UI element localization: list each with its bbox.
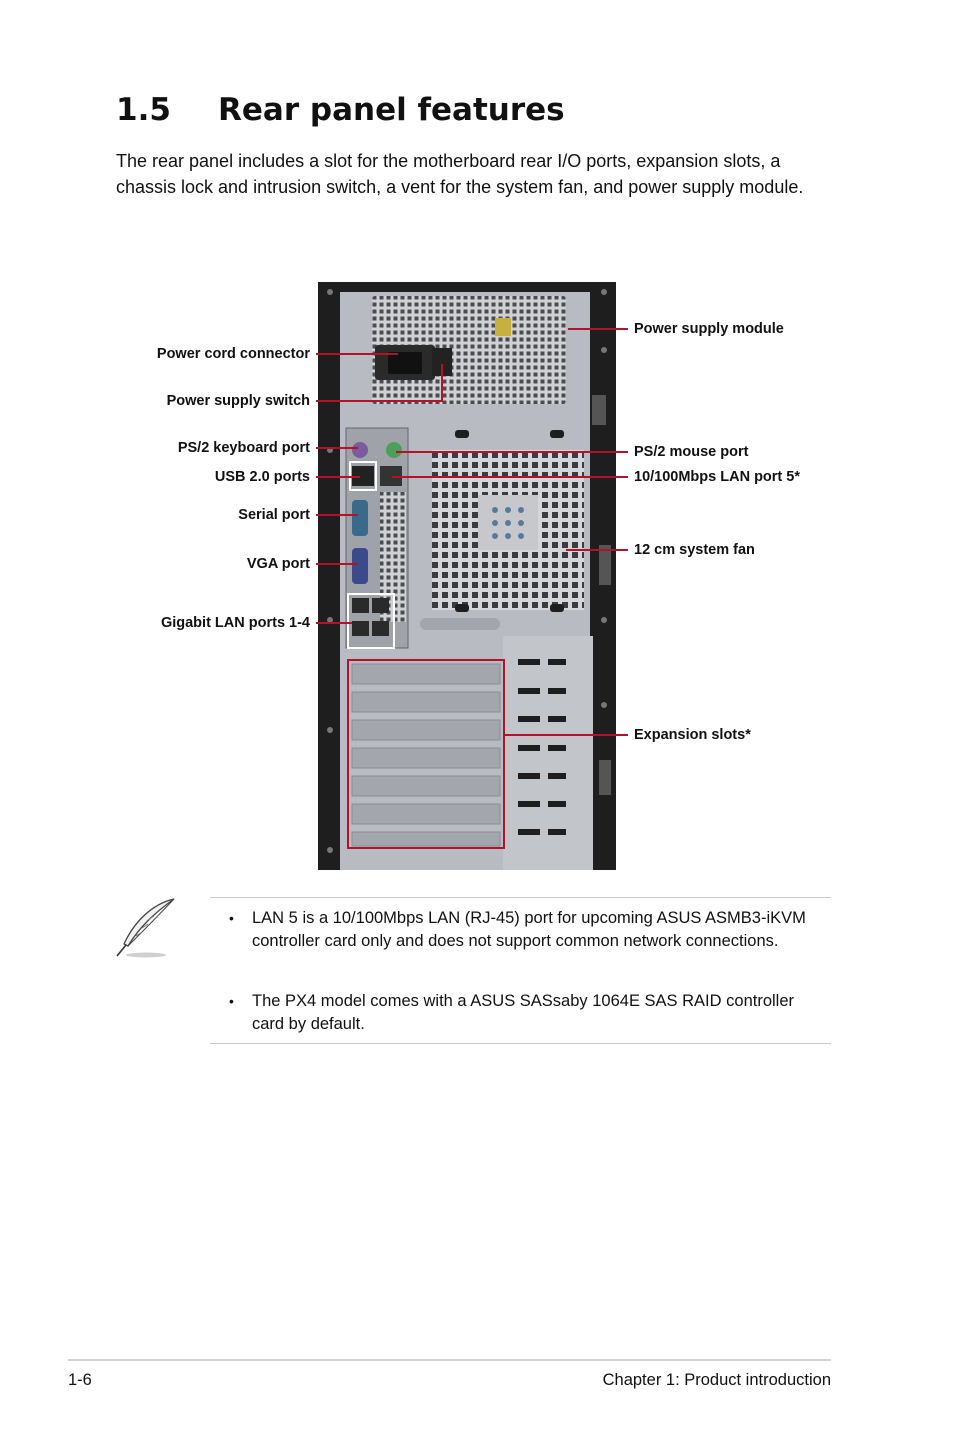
vga-port: [352, 548, 368, 584]
lan5-port: [380, 466, 402, 486]
callout-power-supply-switch: Power supply switch: [166, 393, 310, 409]
feather-pen-icon: [116, 898, 175, 958]
usb-ports: [352, 466, 374, 486]
callout-power-supply-module: Power supply module: [634, 321, 784, 337]
footer-rule: [68, 1359, 831, 1361]
ps2-keyboard-port: [352, 442, 368, 458]
power-supply-switch: [432, 348, 452, 376]
section-heading: 1.5 Rear panel features: [116, 92, 565, 128]
callout-power-cord-connector: Power cord connector: [156, 346, 310, 362]
note-item-2: The PX4 model comes with a ASUS SASsaby …: [252, 992, 795, 1033]
callout-expansion-slots: Expansion slots*: [634, 727, 751, 743]
note-item-1: LAN 5 is a 10/100Mbps LAN (RJ-45) port f…: [252, 909, 806, 950]
chapter-title: Chapter 1: Product introduction: [602, 1371, 831, 1389]
rear-panel-figure: [316, 282, 628, 870]
callout-usb-ports: USB 2.0 ports: [214, 469, 310, 485]
callout-lan5-port: 10/100Mbps LAN port 5*: [634, 469, 800, 485]
callout-gigabit-lan-ports: Gigabit LAN ports 1-4: [160, 615, 310, 631]
chassis-lock: [592, 395, 606, 425]
callout-ps2-keyboard-port: PS/2 keyboard port: [177, 440, 310, 456]
page-number: 1-6: [68, 1371, 92, 1389]
section-number: 1.5: [116, 92, 171, 128]
callout-lines: [316, 328, 628, 736]
gigabit-lan-ports: [352, 598, 389, 636]
section-title: Rear panel features: [218, 92, 565, 128]
callout-system-fan: 12 cm system fan: [634, 542, 755, 558]
callout-ps2-mouse-port: PS/2 mouse port: [634, 444, 749, 460]
callout-vga-port: VGA port: [246, 556, 310, 572]
expansion-slot-covers: [351, 663, 501, 847]
intrusion-switch: [599, 545, 611, 585]
expansion-slots-highlight: [347, 659, 505, 849]
note-rule-bottom: [210, 1043, 831, 1044]
ps2-mouse-port: [386, 442, 402, 458]
intro-paragraph: The rear panel includes a slot for the m…: [116, 151, 804, 197]
serial-port: [352, 500, 368, 536]
note-rule-top: [210, 897, 831, 898]
callout-serial-port: Serial port: [238, 507, 310, 523]
